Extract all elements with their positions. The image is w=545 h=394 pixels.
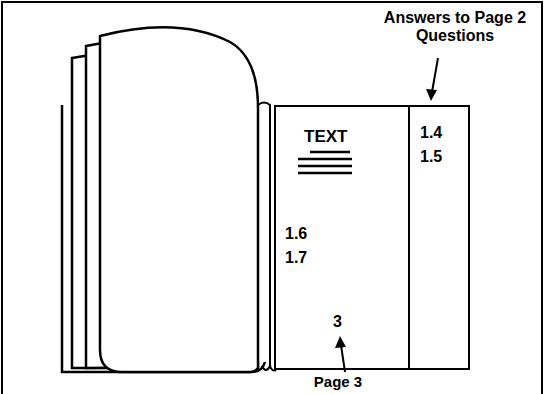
leader-arrow — [432, 58, 438, 92]
curled-page — [100, 27, 258, 372]
callout-label: Page 3 — [297, 374, 379, 391]
callout-label: Answers to Page 2 Questions — [372, 9, 538, 45]
arrow-head — [426, 89, 437, 101]
page-body: TEXT 1.6 1.7 3 — [274, 105, 410, 370]
text-line — [298, 158, 352, 161]
callout-number: 1.6 — [285, 225, 307, 243]
callout-number: 1.4 — [420, 124, 442, 142]
arrow-head — [335, 336, 346, 348]
text-line — [310, 151, 350, 154]
text-line — [298, 172, 352, 175]
page-number: 3 — [333, 313, 342, 331]
leader-arrow — [341, 345, 345, 372]
answer-column: 1.41.5 — [408, 105, 470, 370]
callout-number: 1.5 — [420, 148, 442, 166]
book-spine — [258, 103, 270, 371]
callout-number: 1.7 — [285, 249, 307, 267]
text-line — [298, 165, 352, 168]
heading-text: TEXT — [304, 127, 347, 147]
